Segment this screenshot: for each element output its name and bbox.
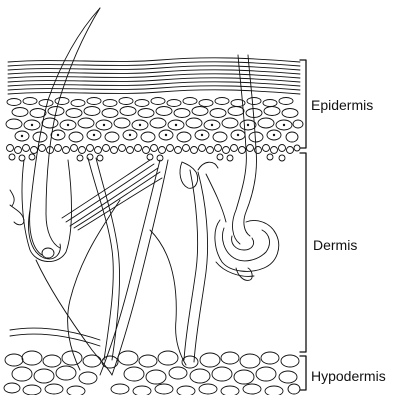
epidermal-cells bbox=[6, 98, 303, 162]
layer-brackets bbox=[300, 60, 306, 390]
hypodermis-fat-cells bbox=[4, 351, 300, 395]
hypodermis-bracket bbox=[300, 356, 306, 390]
dermal-vessels-nerves bbox=[10, 158, 208, 375]
epidermis-label: Epidermis bbox=[311, 97, 373, 113]
dermis-bracket bbox=[300, 153, 306, 352]
hypodermis-label: Hypodermis bbox=[311, 368, 386, 384]
dermis-label: Dermis bbox=[313, 237, 357, 253]
sweat-gland bbox=[198, 162, 279, 280]
epidermis-bracket bbox=[300, 60, 306, 148]
